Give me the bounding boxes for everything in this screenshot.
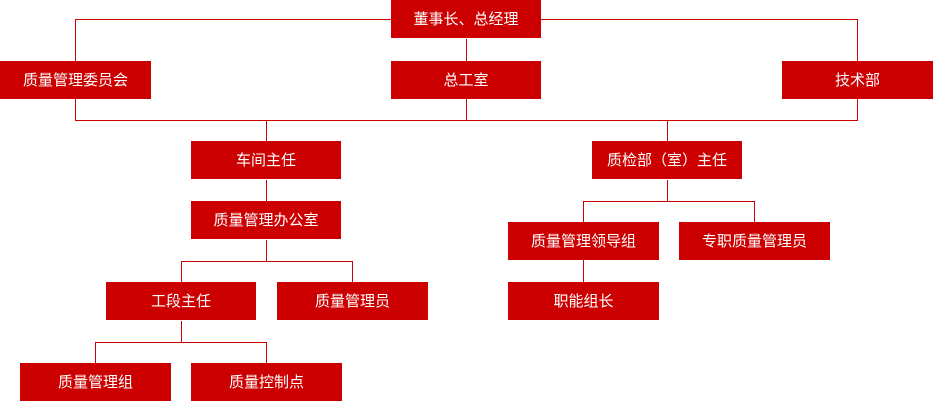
node-function-team-leader: 职能组长 [508, 282, 659, 320]
connector [266, 342, 267, 363]
connector [857, 19, 858, 61]
connector [95, 342, 267, 343]
node-workshop-director: 车间主任 [191, 141, 341, 179]
node-quality-leader-group: 质量管理领导组 [508, 222, 659, 260]
node-chairman: 董事长、总经理 [391, 0, 541, 38]
connector [754, 201, 755, 222]
node-quality-committee: 质量管理委员会 [0, 61, 151, 99]
connector [352, 261, 353, 282]
node-quality-manager: 质量管理员 [277, 282, 428, 320]
connector [857, 99, 858, 120]
connector [75, 120, 858, 121]
connector [266, 240, 267, 261]
node-quality-group: 质量管理组 [20, 363, 171, 401]
connector [181, 261, 182, 282]
connector [466, 39, 467, 61]
node-fulltime-quality-manager: 专职质量管理员 [679, 222, 830, 260]
connector [541, 19, 858, 20]
node-quality-control-point: 质量控制点 [191, 363, 342, 401]
connector [667, 120, 668, 141]
connector [75, 19, 76, 61]
node-section-director: 工段主任 [106, 282, 256, 320]
connector [266, 180, 267, 201]
connector [466, 99, 467, 120]
connector [667, 180, 668, 201]
connector [583, 201, 755, 202]
connector [181, 261, 353, 262]
node-qc-dept-director: 质检部（室）主任 [592, 141, 742, 179]
connector [95, 342, 96, 363]
connector [266, 120, 267, 141]
node-quality-office: 质量管理办公室 [191, 201, 341, 239]
node-technical-dept: 技术部 [782, 61, 933, 99]
connector [583, 260, 584, 282]
connector [583, 201, 584, 222]
connector [75, 99, 76, 120]
node-chief-engineer-office: 总工室 [391, 61, 541, 99]
connector [75, 19, 391, 20]
connector [181, 321, 182, 342]
